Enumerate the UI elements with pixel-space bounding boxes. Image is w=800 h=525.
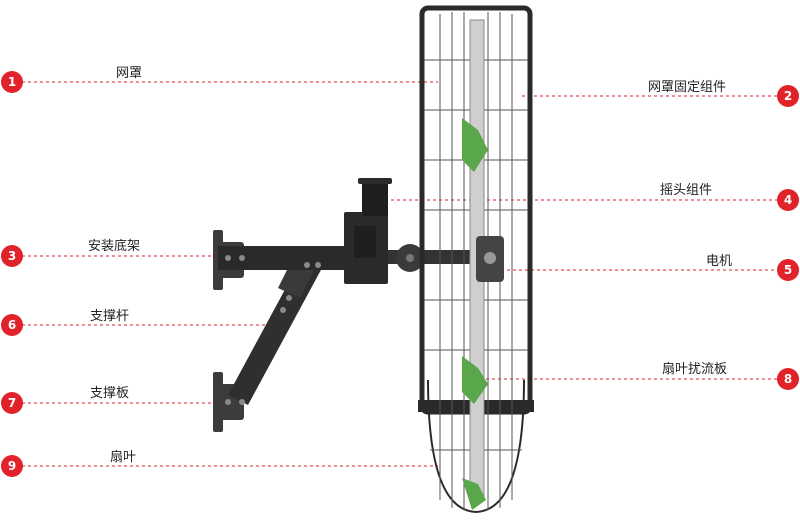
callout-label-9: 扇叶	[110, 450, 137, 465]
callout-label-8: 扇叶扰流板	[662, 362, 728, 377]
callout-number-6: 6	[7, 318, 17, 332]
callout-badges	[1, 71, 799, 477]
callout-label-1: 网罩	[116, 66, 143, 81]
callout-number-3: 3	[7, 249, 17, 263]
callout-label-3: 安装底架	[88, 239, 141, 254]
callout-label-7: 支撑板	[90, 386, 130, 401]
callout-number-1: 1	[7, 75, 17, 89]
callout-label-5: 电机	[706, 254, 733, 269]
callout-label-4: 摇头组件	[660, 183, 713, 198]
bolts	[225, 255, 321, 405]
fan-blades	[462, 118, 488, 510]
callout-number-4: 4	[783, 193, 793, 207]
callout-number-9: 9	[7, 459, 17, 473]
leader-lines	[22, 81, 778, 467]
callout-number-8: 8	[783, 372, 793, 386]
callout-number-7: 7	[7, 396, 17, 410]
callout-label-6: 支撑杆	[90, 309, 130, 324]
callout-number-5: 5	[783, 263, 793, 277]
callout-label-2: 网罩固定组件	[648, 80, 727, 95]
oscillation-motor	[362, 180, 388, 216]
callout-number-2: 2	[783, 89, 793, 103]
